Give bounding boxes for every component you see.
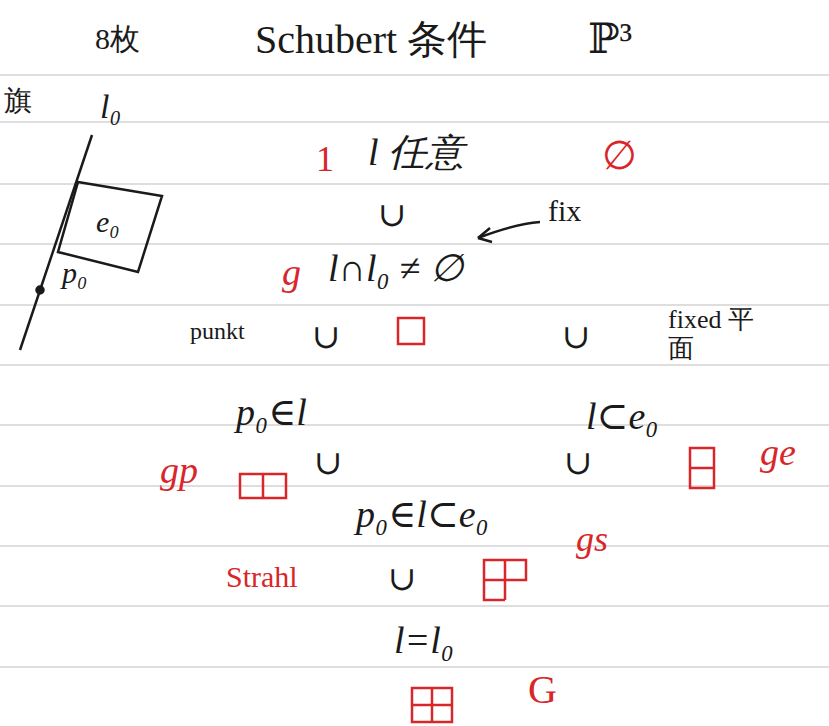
- condition-text: l=l₀: [394, 620, 454, 662]
- space-symbol: ℙ³: [588, 16, 632, 62]
- flag-illustration: [20, 135, 162, 350]
- condition-text: l∩l₀ ≠ ∅: [328, 248, 463, 290]
- class-label: 1: [316, 140, 334, 180]
- young-diagrams: [240, 318, 714, 722]
- class-label: gs: [576, 520, 608, 560]
- point-label: p₀: [62, 256, 87, 289]
- class-label: ge: [760, 432, 796, 474]
- note-text: Strahl: [226, 560, 298, 593]
- title-text: Schubert 条件: [255, 18, 487, 62]
- condition-text: p₀∈l: [236, 392, 307, 434]
- note-text: fixed 平面: [668, 306, 758, 363]
- class-label: gp: [160, 450, 198, 492]
- inclusion-symbol: ∪: [314, 444, 343, 481]
- line-label: l₀: [100, 88, 121, 125]
- note-text: punkt: [190, 318, 245, 344]
- inclusion-symbol: ∪: [312, 318, 341, 355]
- plane-label: e₀: [96, 205, 120, 238]
- ruled-lines: [0, 75, 829, 667]
- flag-label: 旗: [4, 86, 32, 117]
- fix-arrow: [478, 222, 540, 242]
- class-label: ∅: [602, 134, 637, 178]
- class-label: g: [282, 252, 301, 294]
- inclusion-symbol: ∪: [564, 444, 593, 481]
- page-mark: 8枚: [95, 22, 140, 55]
- condition-text: l 任意: [368, 132, 464, 174]
- inclusion-symbol: ∪: [378, 196, 407, 233]
- inclusion-symbol: ∪: [388, 560, 417, 597]
- inclusion-symbol: ∪: [562, 318, 591, 355]
- class-label: G: [528, 668, 557, 712]
- condition-text: l⊂e₀: [586, 396, 658, 438]
- condition-text: p₀∈l⊂e₀: [356, 494, 489, 536]
- note-text: fix: [548, 194, 581, 227]
